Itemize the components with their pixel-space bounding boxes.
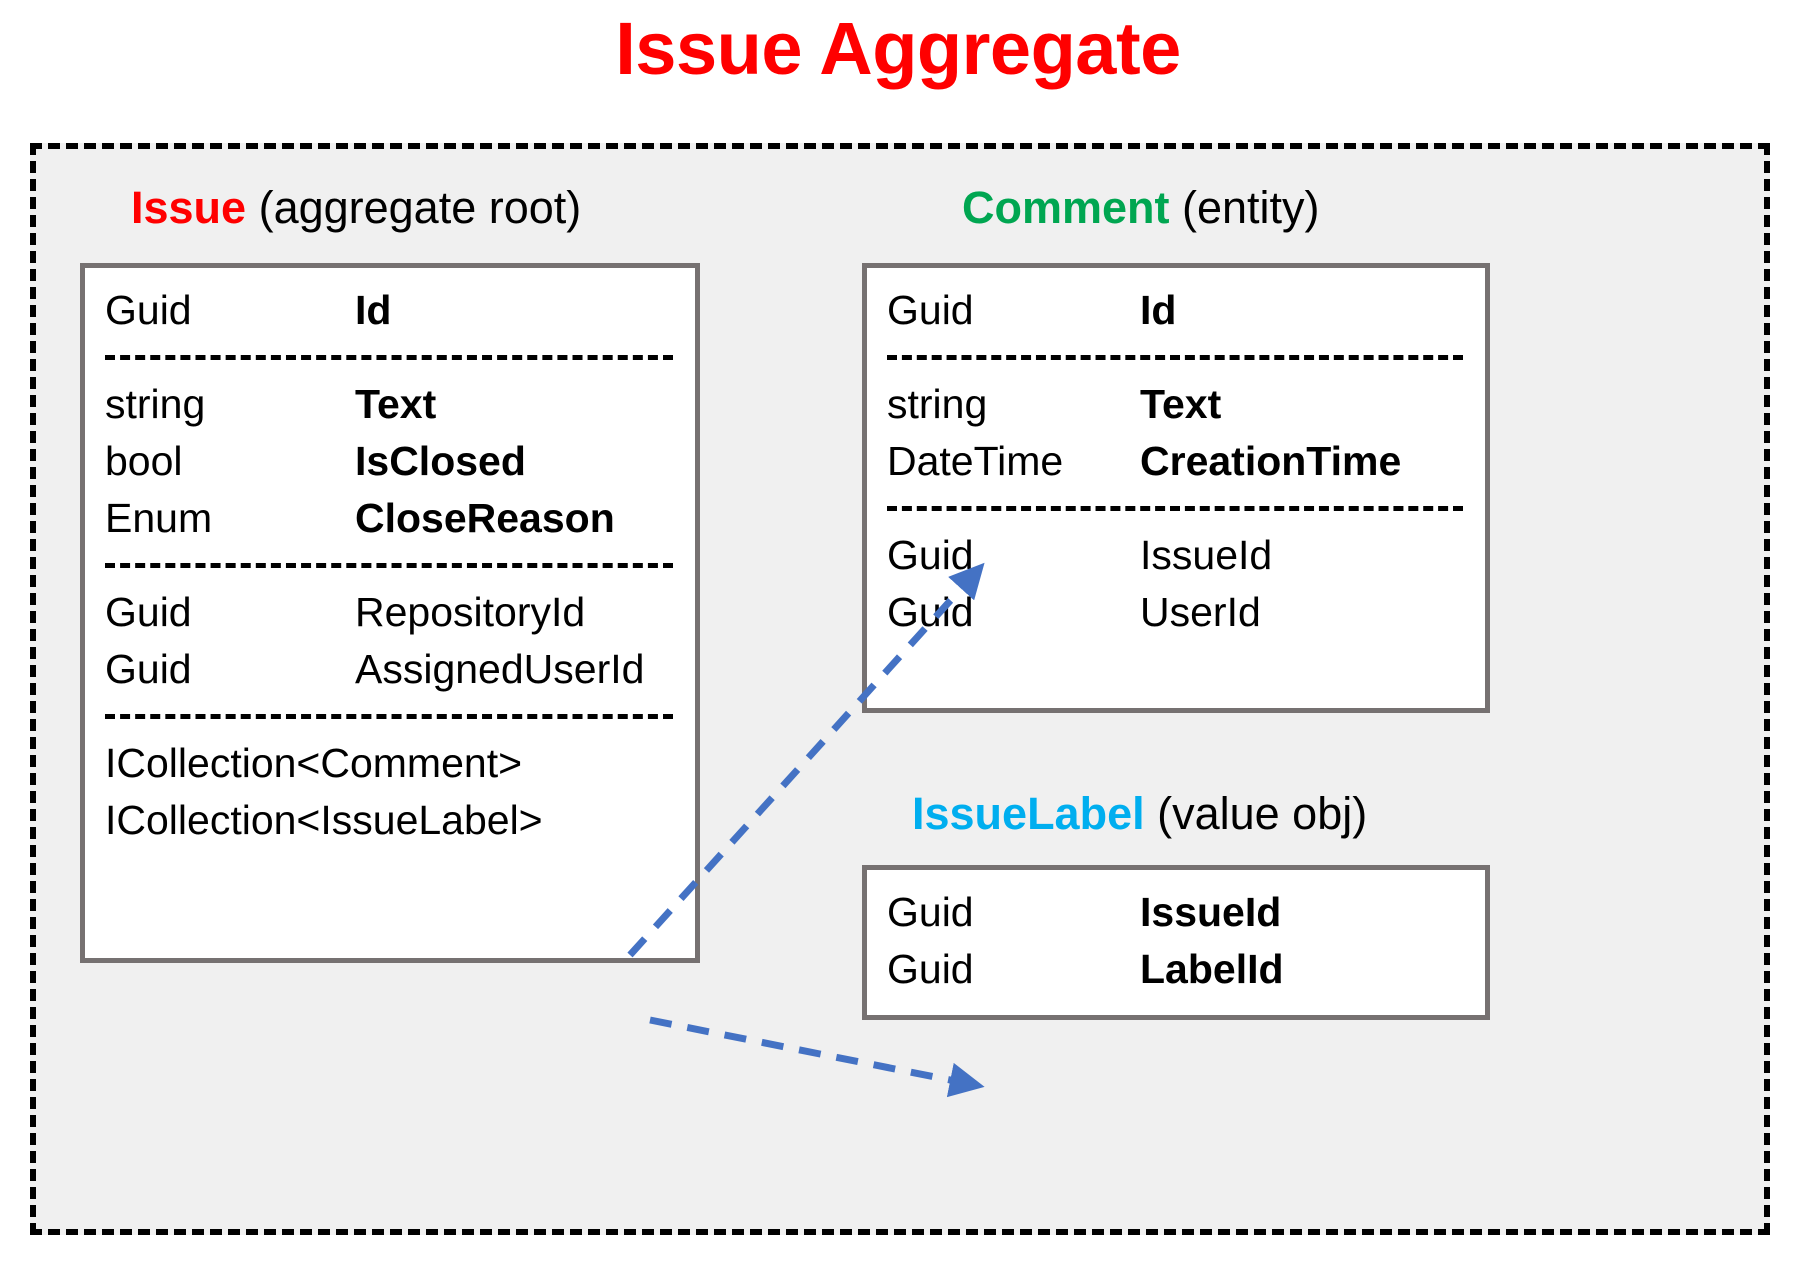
property-type: Guid <box>887 532 974 578</box>
property-row: string Text <box>85 376 695 433</box>
property-name: UserId <box>1140 589 1261 635</box>
property-name: LabelId <box>1140 946 1284 992</box>
property-group-separator <box>887 506 1463 511</box>
property-group-separator <box>105 714 673 719</box>
entity-box-comment: Guid Id string Text DateTime CreationTim… <box>862 263 1490 713</box>
property-type: DateTime <box>887 438 1064 484</box>
entity-name-issue: Issue <box>131 182 247 233</box>
property-name: RepositoryId <box>355 589 586 635</box>
property-row: Guid IssueId <box>867 884 1485 941</box>
property-row: DateTime CreationTime <box>867 433 1485 490</box>
property-type: bool <box>105 438 183 484</box>
property-type: Guid <box>105 589 192 635</box>
property-name: AssignedUserId <box>355 646 645 692</box>
property-name: CreationTime <box>1140 438 1402 484</box>
entity-box-issue: Guid Id string Text bool IsClosed Enum C… <box>80 263 700 963</box>
property-name: IsClosed <box>355 438 526 484</box>
property-list-comment: Guid Id string Text DateTime CreationTim… <box>867 268 1485 641</box>
property-row: Guid Id <box>867 282 1485 339</box>
property-row-collection-issuelabel: ICollection<IssueLabel> <box>85 792 695 849</box>
entity-kind-comment: (entity) <box>1169 182 1320 233</box>
property-name: IssueId <box>1140 532 1273 578</box>
property-list-issuelabel: Guid IssueId Guid LabelId <box>867 870 1485 998</box>
property-row-collection-comment: ICollection<Comment> <box>85 735 695 792</box>
property-name: IssueId <box>1140 889 1282 935</box>
property-name: Id <box>1140 287 1177 333</box>
property-row: Guid UserId <box>867 584 1485 641</box>
property-type: Guid <box>887 589 974 635</box>
entity-kind-issue: (aggregate root) <box>246 182 582 233</box>
property-row: Guid RepositoryId <box>85 584 695 641</box>
property-type: string <box>887 381 988 427</box>
entity-box-issuelabel: Guid IssueId Guid LabelId <box>862 865 1490 1020</box>
property-type: Guid <box>887 287 974 333</box>
property-type: Enum <box>105 495 213 541</box>
property-type: Guid <box>887 889 974 935</box>
entity-heading-comment: Comment (entity) <box>962 184 1320 231</box>
entity-name-comment: Comment <box>962 182 1170 233</box>
property-row: Guid AssignedUserId <box>85 641 695 698</box>
entity-heading-issue: Issue (aggregate root) <box>131 184 581 231</box>
property-group-separator <box>105 355 673 360</box>
property-group-separator <box>887 355 1463 360</box>
property-row: Guid IssueId <box>867 527 1485 584</box>
entity-heading-issuelabel: IssueLabel (value obj) <box>912 790 1367 837</box>
property-name: Id <box>355 287 392 333</box>
property-list-issue: Guid Id string Text bool IsClosed Enum C… <box>85 268 695 849</box>
property-name: Text <box>355 381 437 427</box>
property-type: Guid <box>105 646 192 692</box>
property-type: ICollection<Comment> <box>105 740 523 786</box>
entity-name-issuelabel: IssueLabel <box>912 788 1145 839</box>
property-row: Guid LabelId <box>867 941 1485 998</box>
property-group-separator <box>105 563 673 568</box>
property-row: Enum CloseReason <box>85 490 695 547</box>
entity-kind-issuelabel: (value obj) <box>1144 788 1368 839</box>
property-row: bool IsClosed <box>85 433 695 490</box>
property-type: string <box>105 381 206 427</box>
page-title: Issue Aggregate <box>615 7 1181 90</box>
property-type: ICollection<IssueLabel> <box>105 797 543 843</box>
property-name: CloseReason <box>355 495 615 541</box>
property-name: Text <box>1140 381 1222 427</box>
property-row: Guid Id <box>85 282 695 339</box>
property-type: Guid <box>887 946 974 992</box>
property-type: Guid <box>105 287 192 333</box>
property-row: string Text <box>867 376 1485 433</box>
